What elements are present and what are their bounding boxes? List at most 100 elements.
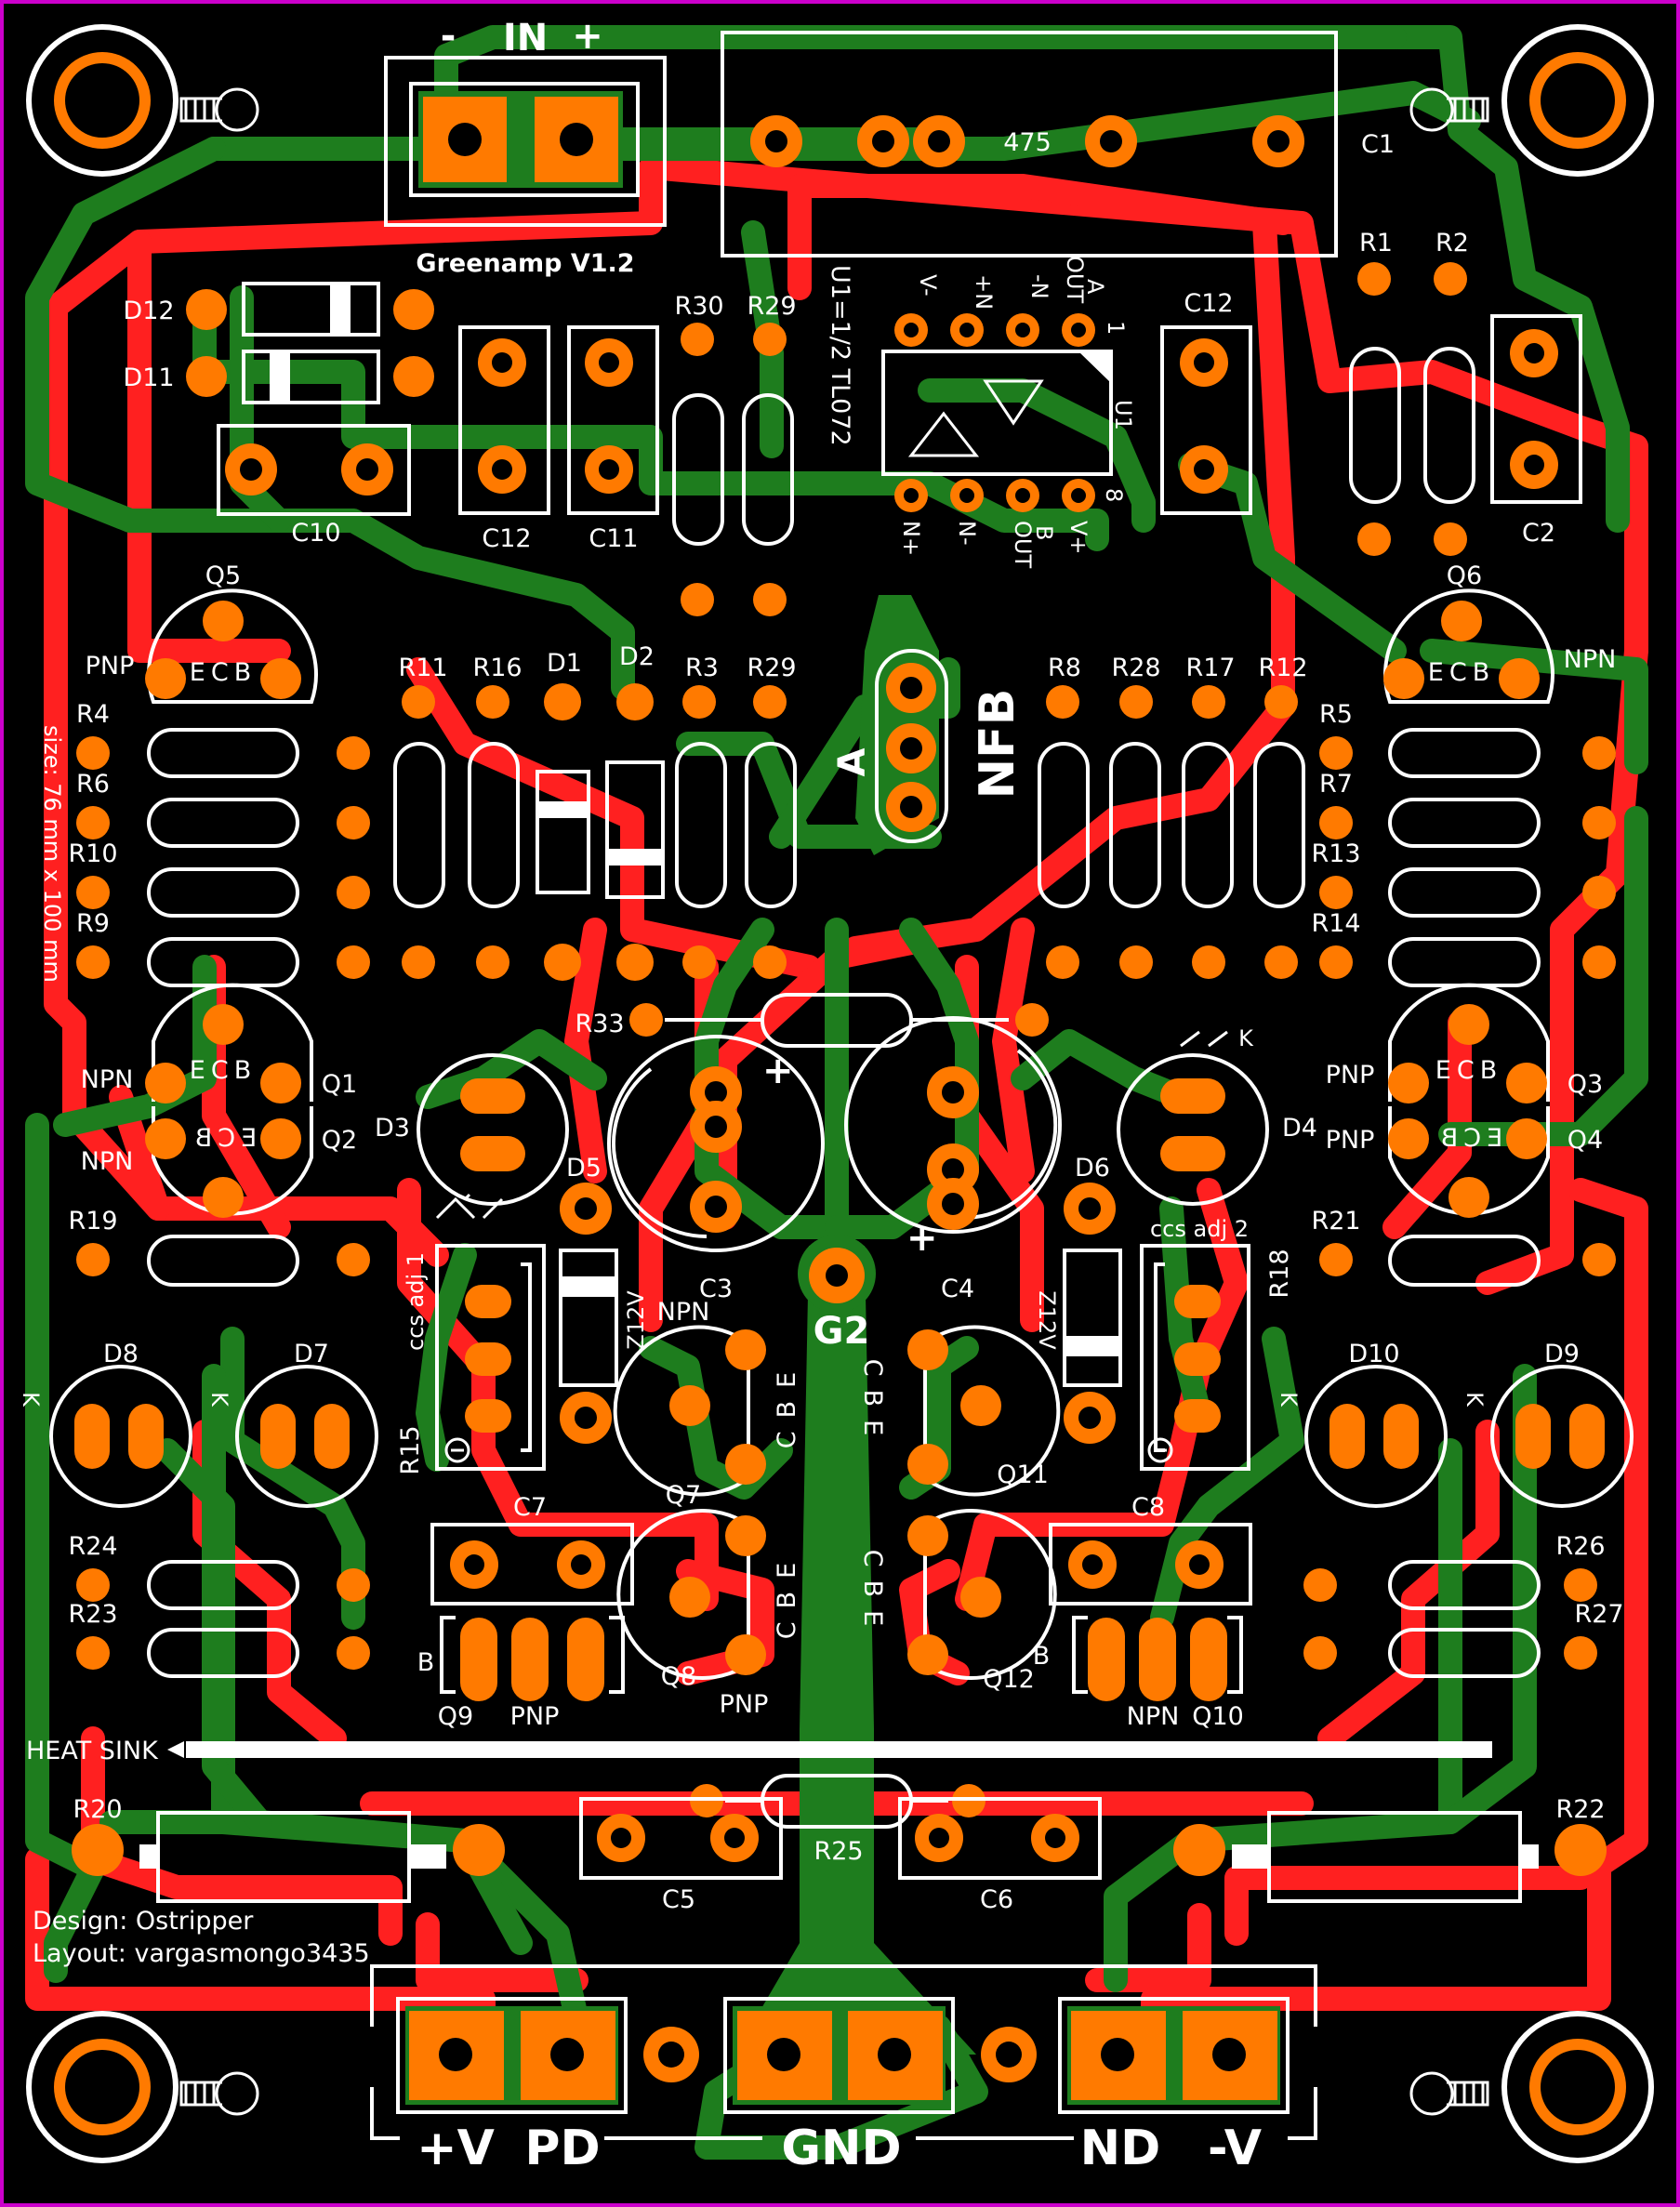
r30-label: R29 (747, 292, 796, 321)
r10-label: R10 (68, 839, 117, 868)
capacitor-c10 (1160, 325, 1252, 515)
c6-label: C6 (980, 1885, 1013, 1914)
ccs-adj1-label: ccs adj 1 (403, 1252, 429, 1351)
input-label: IN (503, 17, 548, 59)
q10-label: Q10 (1192, 1702, 1244, 1731)
resistor-r16 (468, 685, 520, 979)
c2-label: C2 (1522, 519, 1555, 548)
q7-type: NPN (657, 1298, 710, 1327)
d3-label: D3 (375, 1114, 410, 1143)
d8-k-label: K (18, 1392, 44, 1407)
r8-label: R8 (1048, 654, 1081, 682)
capacitor-c9 (217, 424, 411, 516)
u1-pin-nminus: N- (954, 521, 980, 546)
u1-label: U1 (1110, 400, 1136, 430)
q1-pins: ECB (190, 1056, 257, 1085)
transistor-q1-q2: ECB ECB Q1 Q2 NPN NPN (81, 983, 357, 1218)
q8-type: PNP (720, 1690, 769, 1719)
capacitor-c7 (430, 1523, 634, 1606)
resistor-r27 (1303, 1628, 1597, 1678)
board-size-note: size: 76 mm x 100 mm (39, 725, 65, 983)
transistor-q10: NPN Q10 (1072, 1616, 1244, 1731)
mounting-hole-br (1501, 2011, 1654, 2163)
q3-type: PNP (1326, 1061, 1375, 1090)
resistor-r7 (1319, 798, 1616, 848)
r2-label: R2 (1435, 229, 1469, 258)
transistor-q8: CBE Q8 PNP (616, 1509, 801, 1719)
svg-text:+: + (906, 1217, 938, 1260)
q8-label: Q8 (661, 1662, 696, 1691)
q4-type: PNP (1326, 1126, 1375, 1155)
d9-k-label: K (1462, 1392, 1488, 1407)
q7-pins: CBE (773, 1359, 801, 1448)
q4-label: Q4 (1568, 1126, 1603, 1155)
input-connector: - IN + Greenamp V1.2 (384, 15, 667, 278)
diode-d11 (186, 350, 434, 404)
opamp-u1: V- +N -N OUT A 1 N+ N- OUT B V+ 8 U1 U1=… (826, 256, 1136, 568)
ground-g2-label: G2 (814, 1310, 870, 1353)
power-gnd-label: GND (781, 2121, 901, 2176)
u1-pin-vplus: V+ (1065, 521, 1091, 555)
u1-pin-minusn: -N (1026, 274, 1052, 299)
resistor-r6 (76, 798, 370, 848)
u1-chip-label: U1=1/2 TL072 (826, 265, 854, 446)
resistor-r29 (745, 685, 797, 979)
q5-type: PNP (86, 652, 135, 681)
capacitor-c3: + (607, 1035, 825, 1252)
capacitor-c4: + (844, 1016, 1062, 1260)
q9-label: Q9 (438, 1702, 473, 1731)
jumper-a-nfb: A NFB (831, 649, 1025, 843)
power-connector: +V PD GND ND -V (370, 1964, 1317, 2176)
q9-type: PNP (510, 1702, 560, 1731)
d2-label: D2 (619, 642, 655, 671)
heat-sink: HEAT SINK (26, 1737, 1492, 1765)
d1-label: D1 (547, 649, 582, 678)
input-minus-label: - (441, 15, 456, 58)
diode-d1 (536, 683, 590, 981)
r23-label: R23 (68, 1600, 117, 1629)
d6-zener-label: Z12V (1034, 1290, 1060, 1350)
heat-sink-label: HEAT SINK (26, 1737, 159, 1765)
q7-label: Q7 (666, 1481, 701, 1510)
resistor-r4 (76, 728, 370, 778)
q11-pins: CBE (858, 1359, 887, 1448)
r24-label: R24 (68, 1532, 117, 1561)
resistor-r5 (1319, 728, 1616, 778)
r12-label: R12 (1258, 654, 1307, 682)
q10-type: NPN (1127, 1702, 1180, 1731)
led-d4: D4 K (1117, 1025, 1317, 1206)
power-nd-label: ND (1080, 2121, 1161, 2176)
svg-text:+: + (762, 1050, 794, 1092)
led-d8: D8 K (18, 1340, 192, 1508)
capacitor-c11 (567, 325, 659, 515)
capacitor-c2 (1490, 314, 1582, 504)
resistor-r22 (1173, 1811, 1607, 1903)
q1-label: Q1 (322, 1070, 357, 1099)
r6-label: R6 (76, 770, 110, 799)
q12-pins: CBE (858, 1550, 887, 1639)
diode-d2 (605, 683, 665, 981)
r3-label: R3 (685, 654, 719, 682)
board-title: Greenamp V1.2 (416, 249, 634, 278)
u1-pin-out-a: OUT (1062, 256, 1088, 303)
resistor-r23 (76, 1628, 370, 1678)
u1-pin-plusn: +N (971, 274, 997, 310)
trimmer-ccs-adj2: ccs adj 2 R18 (1140, 1216, 1294, 1471)
q5-pins: ECB (190, 658, 257, 687)
c7-label: C7 (513, 1493, 547, 1522)
c8-label: C8 (1131, 1493, 1165, 1522)
r27-label: R27 (1574, 1600, 1623, 1629)
d5-label: D5 (566, 1154, 602, 1183)
r19-label: R19 (68, 1207, 117, 1236)
resistor-r2 (1423, 262, 1475, 556)
power-plus-v-label: +V (417, 2121, 495, 2176)
resistor-r12 (1253, 685, 1305, 979)
q5-label: Q5 (205, 562, 241, 590)
d8-label: D8 (103, 1340, 139, 1368)
r31-label: R30 (674, 292, 723, 321)
transistor-q11: CBE Q11 (858, 1325, 1061, 1497)
q11-label: Q11 (997, 1460, 1049, 1489)
q1-type: NPN (81, 1065, 134, 1094)
r14-label: R14 (1311, 909, 1360, 938)
d5-zener-label: Z12V (623, 1290, 649, 1350)
